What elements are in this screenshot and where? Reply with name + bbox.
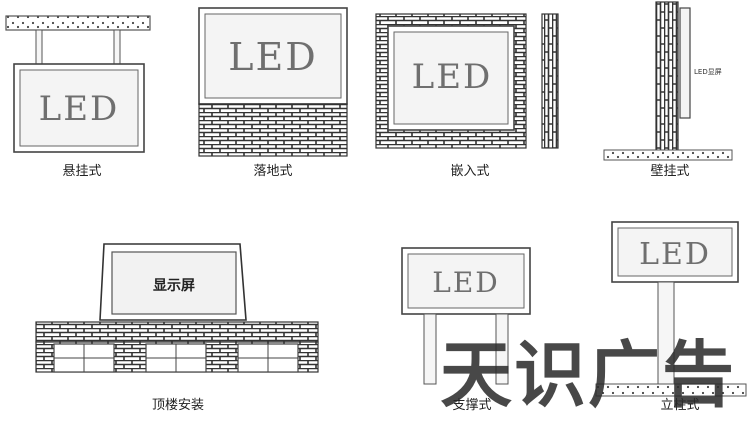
- caption-support: 支撑式: [452, 398, 492, 413]
- hanger-rod-left: [35, 29, 43, 65]
- brick-base: [198, 103, 348, 157]
- sign-screen-text: 显示屏: [153, 278, 195, 294]
- support-leg-left: [423, 313, 437, 385]
- sign-led-text: LED: [432, 266, 499, 299]
- sign-led-text: LED: [228, 35, 317, 79]
- sign-screen: [393, 31, 509, 125]
- caption-floor: 落地式: [253, 164, 293, 179]
- sign-screen: [19, 69, 139, 147]
- sign-led-text: LED: [412, 57, 493, 97]
- caption-hanging: 悬挂式: [62, 164, 102, 179]
- caption-wall: 壁挂式: [650, 164, 690, 179]
- rooftop-mount-figure: 显示屏: [35, 243, 319, 373]
- sign-screen: [111, 251, 237, 315]
- pillar-mount-figure: LED: [595, 221, 747, 397]
- wall-side-view: [541, 13, 559, 149]
- caption-rooftop: 顶楼安装: [151, 398, 204, 413]
- embedded-mount-figure: LED: [375, 13, 559, 149]
- roof-parapet: [35, 321, 319, 343]
- sign-side-panel: [679, 7, 691, 119]
- watermark-text: 天识广告: [440, 333, 737, 417]
- sign-led-text: LED: [39, 89, 120, 129]
- hanging-mount-figure: LED: [5, 15, 151, 153]
- sign-screen: [204, 13, 342, 99]
- building-windows: [53, 343, 299, 373]
- floor-mount-figure: LED: [198, 7, 348, 157]
- hanger-rod-right: [113, 29, 121, 65]
- caption-embedded: 嵌入式: [450, 164, 490, 179]
- wall-mount-figure: LED显屏: [603, 1, 733, 161]
- sign-side-label: LED显屏: [694, 68, 722, 76]
- support-leg-right: [495, 313, 509, 385]
- brick-wall-column: [655, 1, 679, 153]
- ground-slab: [603, 149, 733, 161]
- ceiling-beam: [5, 15, 151, 31]
- sign-screen: [617, 227, 733, 277]
- ground-slab: [595, 383, 747, 397]
- sign-led-text: LED: [639, 237, 711, 272]
- caption-pillar: 立柱式: [660, 398, 700, 413]
- support-mount-figure: LED: [401, 247, 531, 385]
- sign-screen: [407, 253, 525, 309]
